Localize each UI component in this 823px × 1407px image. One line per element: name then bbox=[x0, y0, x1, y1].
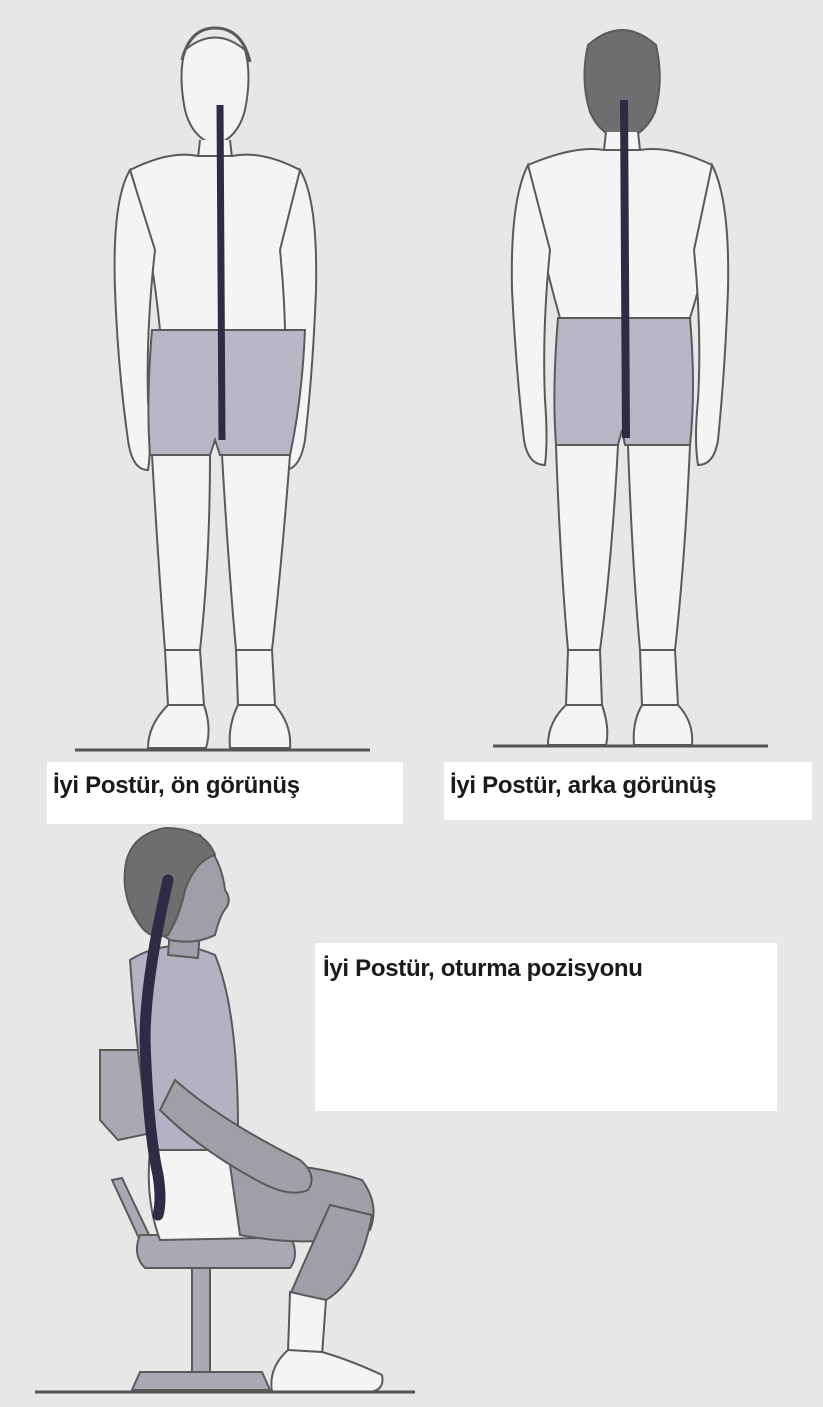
caption-front-view: İyi Postür, ön görünüş bbox=[47, 762, 403, 824]
back-view-figure bbox=[512, 30, 728, 745]
caption-sitting-position: İyi Postür, oturma pozisyonu bbox=[315, 943, 777, 1111]
front-view-figure bbox=[115, 28, 317, 748]
caption-back-view: İyi Postür, arka görünüş bbox=[444, 762, 812, 820]
